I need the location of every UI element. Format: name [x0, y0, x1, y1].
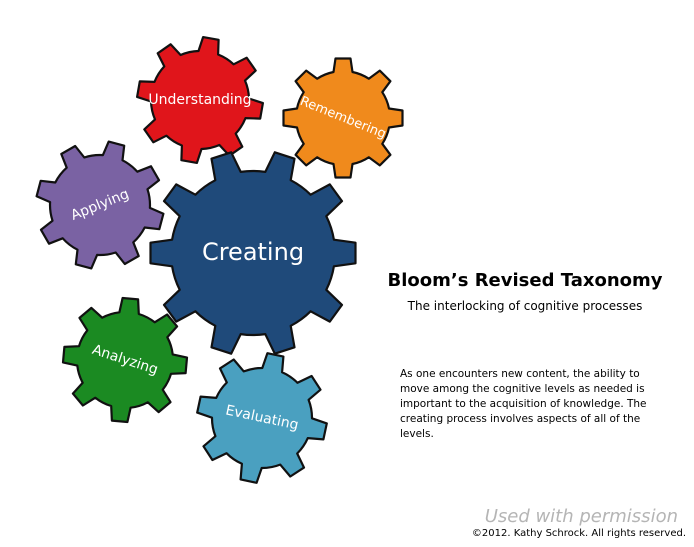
gear-applying: Applying: [35, 140, 165, 270]
gear-creating-shape: [149, 151, 357, 355]
diagram-subtitle: The interlocking of cognitive processes: [407, 299, 643, 313]
gear-remembering-shape: [282, 57, 404, 179]
copyright-notice: ©2012. Kathy Schrock. All rights reserve…: [471, 528, 686, 539]
gear-creating: Creating: [149, 151, 357, 355]
gear-understanding-label: Understanding: [148, 92, 251, 108]
gear-analyzing-shape: [61, 296, 189, 424]
gear-understanding: Understanding: [136, 36, 264, 164]
gear-applying-shape: [35, 140, 165, 270]
gear-evaluating: Evaluating: [196, 352, 328, 484]
gear-remembering: Remembering: [282, 57, 404, 179]
gear-analyzing: Analyzing: [61, 296, 189, 424]
description-text: As one encounters new content, the abili…: [400, 368, 647, 440]
gear-understanding-shape: [136, 36, 264, 164]
gear-creating-label: Creating: [202, 238, 304, 266]
permission-note: Used with permission: [484, 506, 678, 527]
diagram-title: Bloom’s Revised Taxonomy: [387, 270, 663, 291]
gear-evaluating-shape: [196, 352, 328, 484]
